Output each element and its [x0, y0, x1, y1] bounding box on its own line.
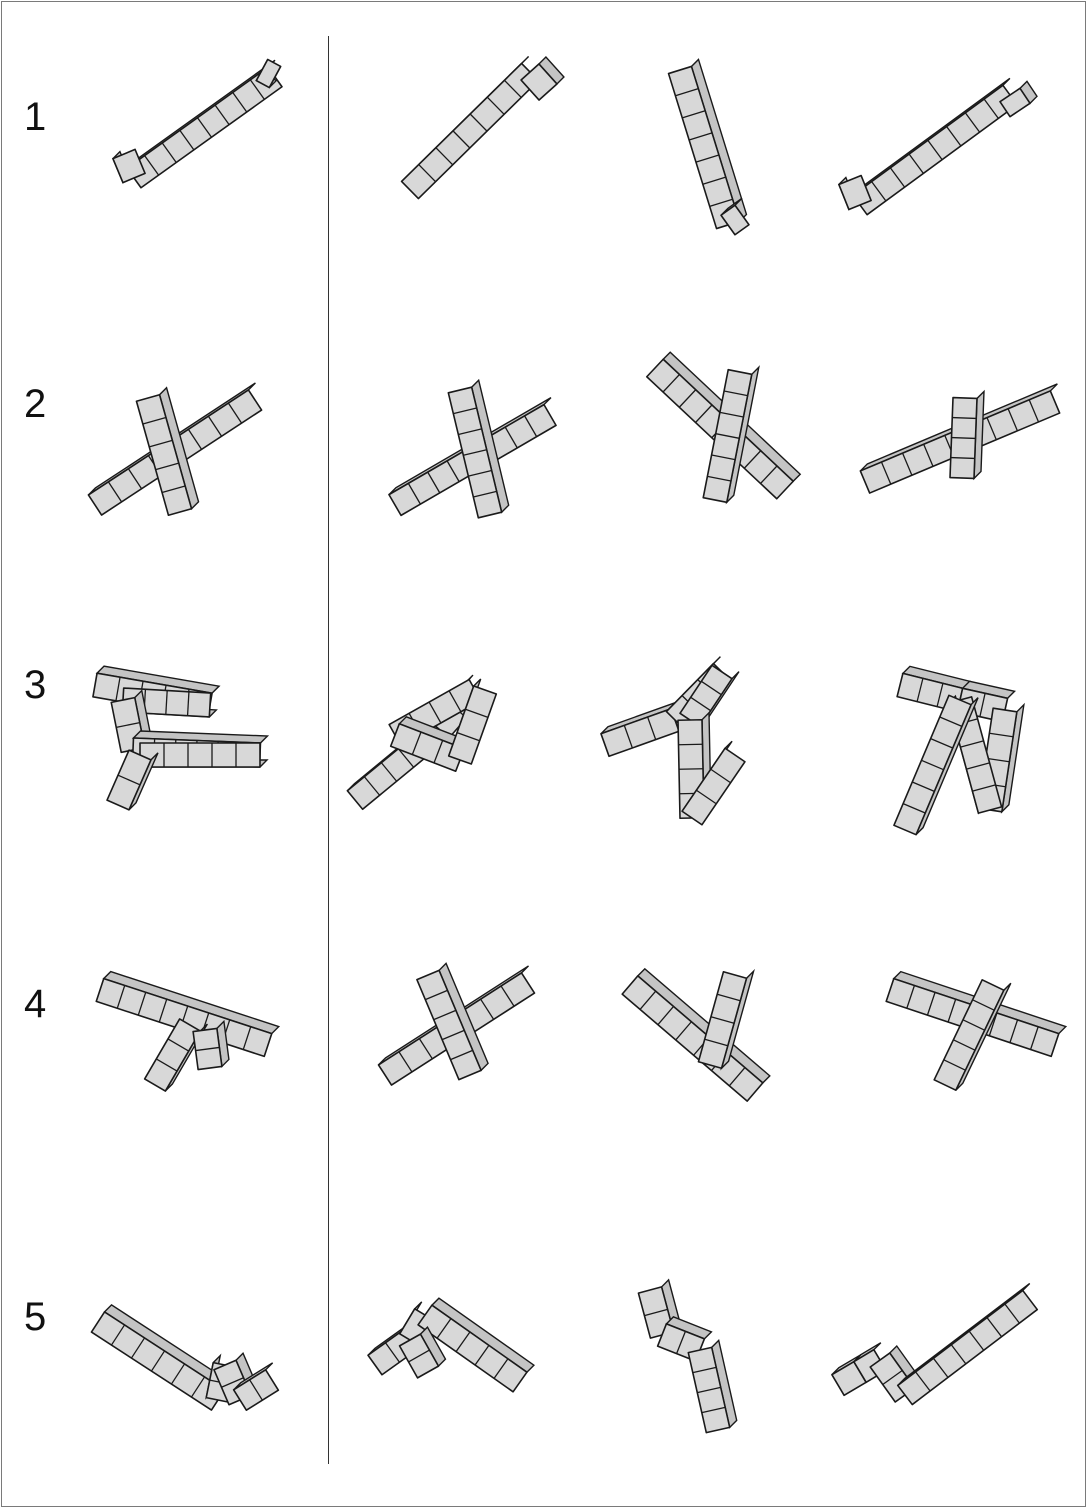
row-5-option-a: [368, 1298, 534, 1392]
row-5-option-c: [832, 1283, 1037, 1404]
row-5-option-b: [638, 1280, 736, 1433]
row-2-target-figure: [88, 383, 261, 515]
row-4-option-b: [622, 969, 770, 1101]
row-3-option-a: [347, 675, 496, 809]
row-4-target-figure: [96, 972, 278, 1091]
row-4-option-c: [886, 972, 1066, 1091]
row-4-option-a: [379, 963, 535, 1085]
row-2-option-a: [389, 380, 556, 518]
row-1-option-b: [669, 59, 749, 234]
row-2-option-b: [647, 352, 800, 502]
row-2-option-c: [860, 384, 1059, 493]
row-1-option-c: [839, 78, 1037, 214]
row-1-target-figure: [113, 59, 282, 187]
row-3-target-figure: [93, 666, 268, 810]
row-5-target-figure: [91, 1305, 278, 1410]
row-1-option-a: [402, 56, 564, 198]
row-3-option-b: [601, 657, 745, 825]
row-3-option-c: [894, 666, 1024, 834]
